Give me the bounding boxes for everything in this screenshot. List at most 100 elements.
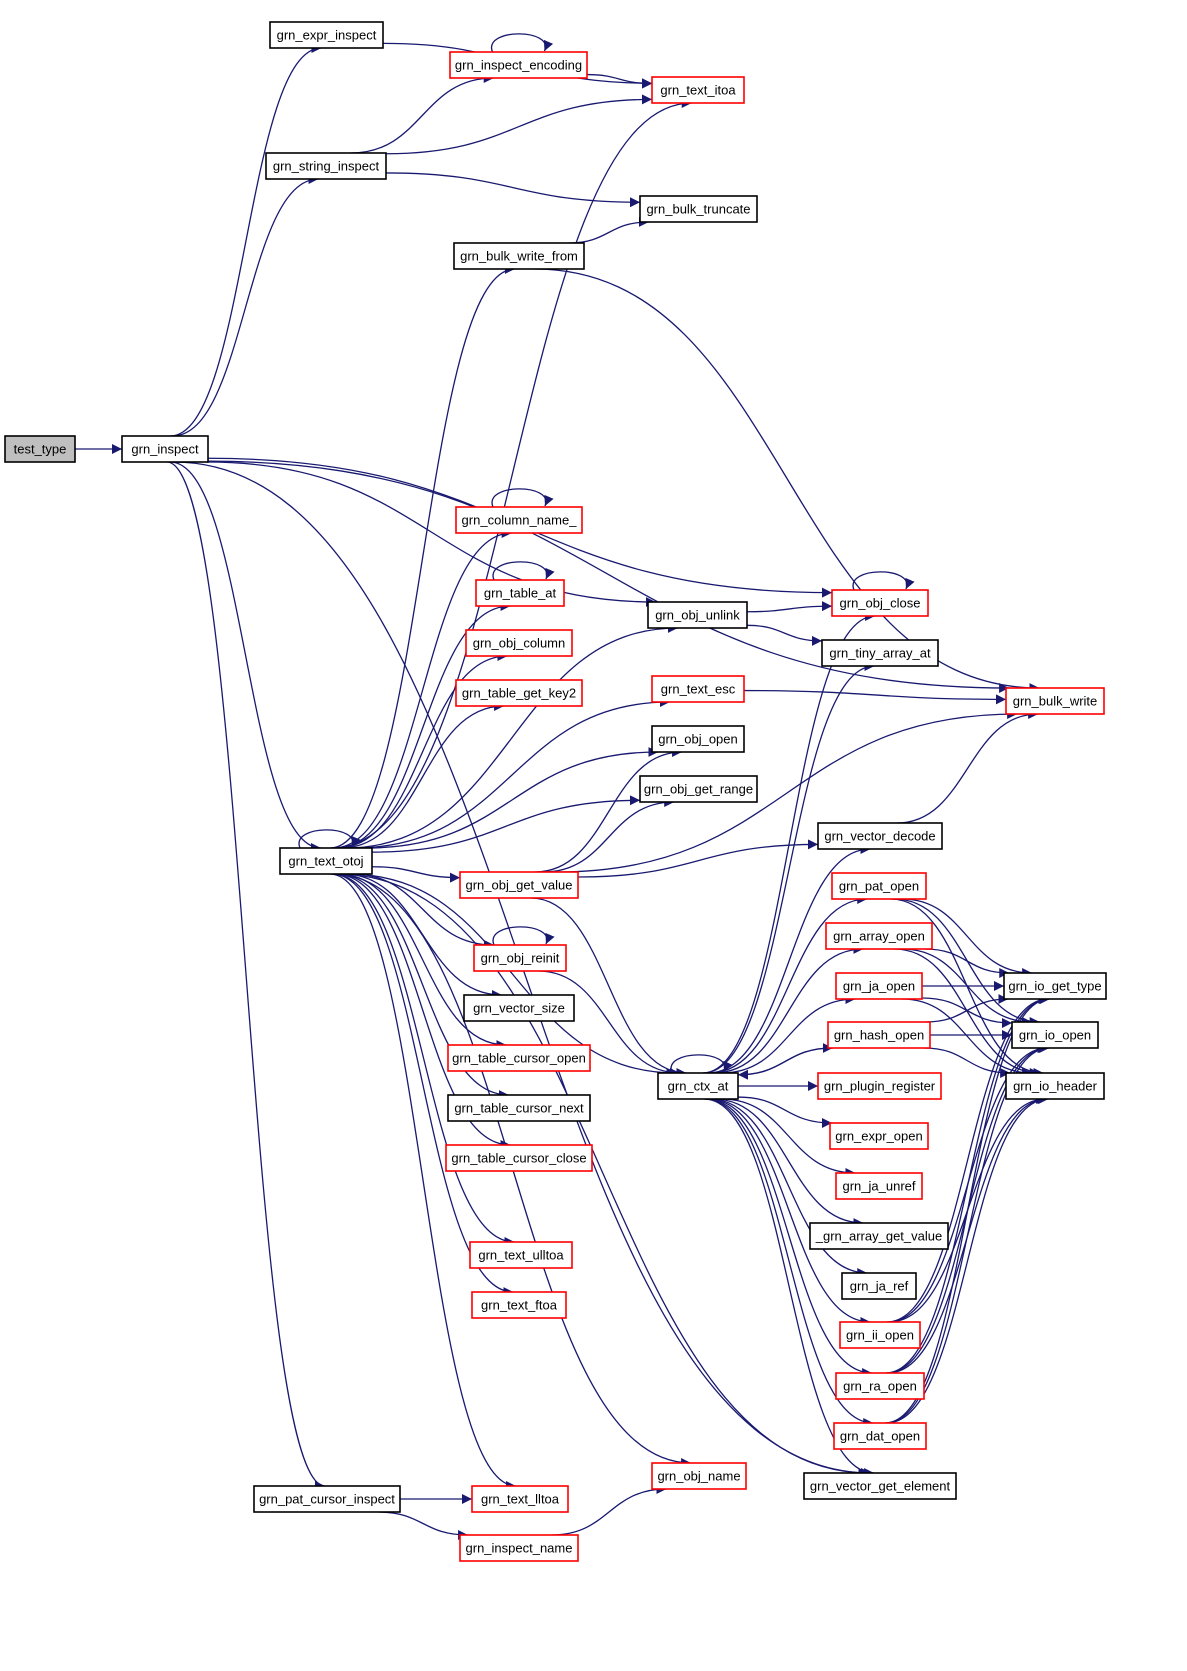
node-label-grn_array_open: grn_array_open (833, 929, 925, 944)
node-grn_text_otoj[interactable]: grn_text_otoj (279, 847, 373, 875)
node-label-grn_table_get_key2: grn_table_get_key2 (462, 686, 576, 701)
node-grn_io_get_type[interactable]: grn_io_get_type (1003, 972, 1107, 1000)
edge-grn_ctx_at-to-grn_pat_open (709, 894, 868, 1074)
node-grn_expr_inspect[interactable]: grn_expr_inspect (269, 21, 384, 49)
edge-grn_text_otoj-to-grn_table_cursor_next (336, 873, 509, 1100)
edge-grn_obj_get_value-to-grn_obj_open (534, 747, 683, 873)
edge-grn_ctx_at-to-grn_ii_open (707, 1098, 871, 1327)
node-_grn_array_get_value[interactable]: _grn_array_get_value (809, 1222, 949, 1250)
node-box-grn_tiny_array_at (821, 639, 939, 667)
edge-grn_hash_open-to-grn_io_get_type (925, 994, 1009, 1023)
edge-grn_ctx_at-to-grn_vector_decode (707, 844, 871, 1074)
node-box-grn_obj_open (651, 725, 745, 753)
node-grn_obj_reinit[interactable]: grn_obj_reinit (473, 944, 567, 972)
node-label-grn_bulk_write: grn_bulk_write (1013, 694, 1098, 709)
node-grn_obj_get_range[interactable]: grn_obj_get_range (639, 775, 758, 803)
node-grn_tiny_array_at[interactable]: grn_tiny_array_at (821, 639, 939, 667)
edge-grn_ctx_at-to-grn_ctx_at (670, 1054, 733, 1074)
node-label-grn_pat_open: grn_pat_open (839, 879, 919, 894)
node-grn_ctx_at[interactable]: grn_ctx_at (657, 1072, 739, 1100)
node-box-grn_text_esc (651, 675, 745, 703)
node-grn_io_header[interactable]: grn_io_header (1005, 1072, 1105, 1100)
node-label-grn_text_itoa: grn_text_itoa (660, 83, 736, 98)
node-box-grn_plugin_register (817, 1072, 942, 1100)
node-grn_ii_open[interactable]: grn_ii_open (839, 1321, 921, 1349)
node-grn_string_inspect[interactable]: grn_string_inspect (265, 152, 387, 180)
node-grn_expr_open[interactable]: grn_expr_open (829, 1122, 929, 1150)
node-grn_vector_size[interactable]: grn_vector_size (463, 994, 575, 1022)
node-box-grn_text_ulltoa (469, 1241, 573, 1269)
node-grn_pat_cursor_inspect[interactable]: grn_pat_cursor_inspect (253, 1485, 401, 1513)
node-grn_inspect_encoding[interactable]: grn_inspect_encoding (449, 51, 588, 79)
node-grn_obj_name[interactable]: grn_obj_name (651, 1462, 747, 1490)
node-grn_inspect_name[interactable]: grn_inspect_name (459, 1534, 579, 1562)
node-grn_io_open[interactable]: grn_io_open (1011, 1021, 1099, 1049)
node-box-grn_inspect_name (459, 1534, 579, 1562)
node-box-grn_ctx_at (657, 1072, 739, 1100)
node-grn_text_esc[interactable]: grn_text_esc (651, 675, 745, 703)
node-grn_text_itoa[interactable]: grn_text_itoa (651, 76, 745, 104)
node-box-grn_obj_close (831, 589, 929, 617)
node-grn_ra_open[interactable]: grn_ra_open (835, 1372, 925, 1400)
edge-grn_ra_open-to-grn_io_get_type (885, 994, 1050, 1374)
node-box-grn_obj_reinit (473, 944, 567, 972)
node-grn_dat_open[interactable]: grn_dat_open (833, 1422, 927, 1450)
node-grn_plugin_register[interactable]: grn_plugin_register (817, 1072, 942, 1100)
node-label-grn_table_cursor_close: grn_table_cursor_close (451, 1151, 586, 1166)
edge-grn_string_inspect-to-grn_bulk_truncate (385, 172, 641, 208)
node-grn_vector_get_element[interactable]: grn_vector_get_element (803, 1472, 957, 1500)
node-grn_ja_unref[interactable]: grn_ja_unref (835, 1172, 923, 1200)
node-grn_text_ftoa[interactable]: grn_text_ftoa (471, 1291, 567, 1319)
edge-grn_ctx_at-to-grn_ra_open (705, 1098, 873, 1378)
node-grn_vector_decode[interactable]: grn_vector_decode (817, 822, 943, 850)
node-grn_text_ulltoa[interactable]: grn_text_ulltoa (469, 1241, 573, 1269)
node-grn_bulk_truncate[interactable]: grn_bulk_truncate (639, 195, 758, 223)
node-box-grn_bulk_write_from (453, 242, 585, 270)
edge-grn_inspect-to-grn_expr_inspect (170, 43, 322, 437)
node-grn_hash_open[interactable]: grn_hash_open (827, 1021, 931, 1049)
edge-grn_inspect-to-grn_text_otoj (170, 461, 321, 853)
node-grn_column_name_[interactable]: grn_column_name_ (455, 506, 583, 534)
node-grn_table_get_key2[interactable]: grn_table_get_key2 (455, 679, 583, 707)
node-label-grn_tiny_array_at: grn_tiny_array_at (829, 646, 931, 661)
node-grn_obj_column[interactable]: grn_obj_column (465, 629, 573, 657)
node-box-grn_inspect (121, 435, 209, 463)
node-box-grn_column_name_ (455, 506, 583, 534)
node-test_type[interactable]: test_type (4, 435, 76, 463)
node-grn_pat_open[interactable]: grn_pat_open (831, 872, 927, 900)
node-grn_bulk_write[interactable]: grn_bulk_write (1005, 687, 1105, 715)
node-box-test_type (4, 435, 76, 463)
node-grn_text_lltoa[interactable]: grn_text_lltoa (471, 1485, 569, 1513)
edge-grn_obj_get_value-to-grn_bulk_write (556, 709, 1018, 873)
node-grn_obj_close[interactable]: grn_obj_close (831, 589, 929, 617)
node-grn_obj_unlink[interactable]: grn_obj_unlink (647, 601, 748, 629)
node-box-grn_bulk_write (1005, 687, 1105, 715)
edge-grn_obj_get_value-to-grn_vector_decode (577, 839, 819, 878)
edge-grn_pat_cursor_inspect-to-grn_inspect_name (377, 1511, 469, 1540)
edge-grn_table_at-to-grn_table_at (492, 561, 555, 581)
node-grn_table_cursor_close[interactable]: grn_table_cursor_close (445, 1144, 593, 1172)
node-grn_table_cursor_open[interactable]: grn_table_cursor_open (447, 1044, 591, 1072)
node-label-grn_io_open: grn_io_open (1019, 1028, 1091, 1043)
node-box-grn_hash_open (827, 1021, 931, 1049)
node-grn_ja_ref[interactable]: grn_ja_ref (841, 1272, 917, 1300)
edge-grn_vector_decode-to-grn_bulk_write (896, 709, 1039, 824)
node-label-grn_ja_open: grn_ja_open (843, 979, 915, 994)
node-grn_inspect[interactable]: grn_inspect (121, 435, 209, 463)
node-grn_obj_get_value[interactable]: grn_obj_get_value (459, 871, 579, 899)
node-grn_obj_open[interactable]: grn_obj_open (651, 725, 745, 753)
node-label-grn_table_cursor_next: grn_table_cursor_next (454, 1101, 584, 1116)
edge-grn_pat_open-to-grn_io_get_type (901, 898, 1033, 978)
node-grn_table_at[interactable]: grn_table_at (475, 579, 565, 607)
node-grn_bulk_write_from[interactable]: grn_bulk_write_from (453, 242, 585, 270)
edge-grn_text_otoj-to-grn_text_ftoa (331, 873, 514, 1297)
edge-grn_text_esc-to-grn_bulk_write (743, 689, 1007, 705)
node-label-grn_vector_size: grn_vector_size (473, 1001, 565, 1016)
edge-grn_text_otoj-to-grn_obj_reinit (351, 873, 495, 950)
node-grn_table_cursor_next[interactable]: grn_table_cursor_next (447, 1094, 591, 1122)
node-box-grn_vector_size (463, 994, 575, 1022)
edge-grn_obj_reinit-to-grn_obj_reinit (492, 926, 555, 946)
node-grn_array_open[interactable]: grn_array_open (825, 922, 933, 950)
node-grn_ja_open[interactable]: grn_ja_open (835, 972, 923, 1000)
edge-grn_inspect-to-grn_string_inspect (172, 174, 319, 437)
